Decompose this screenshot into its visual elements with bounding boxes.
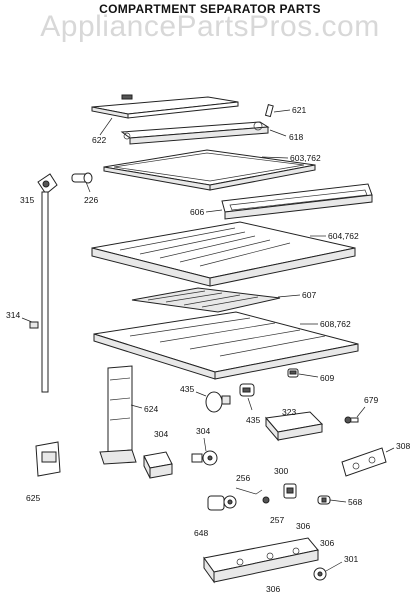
part-618-rail: [120, 121, 270, 145]
callout-308: 308: [396, 441, 410, 451]
leader-568: [329, 499, 347, 503]
callout-648: 648: [194, 528, 208, 538]
part-603-shelf: [103, 149, 316, 191]
callout-306b: 306: [320, 538, 334, 548]
leader-679: [356, 406, 366, 418]
callout-625: 625: [26, 493, 40, 503]
part-257-screw: [262, 496, 270, 504]
part-568-connector: [317, 495, 331, 505]
diagram-title: COMPARTMENT SEPARATOR PARTS: [99, 2, 321, 16]
part-608-pan: [93, 311, 359, 380]
part-435-socket: [239, 383, 255, 397]
callout-609: 609: [320, 373, 334, 383]
leader-435b: [247, 397, 253, 411]
callout-608: 608,762: [320, 319, 351, 329]
part-308-bracket: [341, 447, 387, 477]
part-648-motor: [207, 495, 237, 511]
part-606-channel: [221, 183, 373, 220]
leader-603: [261, 156, 289, 159]
part-300-switch: [283, 483, 297, 499]
callout-606: 606: [190, 207, 204, 217]
leader-624: [130, 404, 143, 409]
callout-315: 315: [20, 195, 34, 205]
leader-435a: [195, 391, 207, 397]
callout-314: 314: [6, 310, 20, 320]
leader-606: [205, 209, 223, 213]
leader-308: [385, 447, 395, 453]
callout-618: 618: [289, 132, 303, 142]
part-622-cover: [91, 94, 239, 119]
part-607-insulation: [131, 287, 281, 313]
callout-604: 604,762: [328, 231, 359, 241]
callout-624: 624: [144, 404, 158, 414]
callout-622: 622: [92, 135, 106, 145]
part-624-duct: [99, 365, 137, 465]
part-323-housing: [265, 411, 324, 442]
callout-679: 679: [364, 395, 378, 405]
part-679-screw: [344, 416, 359, 424]
callout-226: 226: [84, 195, 98, 205]
leader-621: [273, 109, 291, 113]
leader-226: [85, 181, 91, 193]
leader-618: [269, 129, 287, 137]
callout-435a: 435: [180, 384, 194, 394]
callout-257: 257: [270, 515, 284, 525]
leader-607: [277, 294, 301, 298]
callout-306c: 306: [266, 584, 280, 594]
part-621-pin: [264, 104, 274, 118]
callout-435b: 435: [246, 415, 260, 425]
leader-314: [21, 317, 33, 323]
callout-304a: 304: [154, 429, 168, 439]
part-226-bushing: [71, 172, 93, 184]
part-301-knob: [313, 567, 327, 581]
callout-304b: 304: [196, 426, 210, 436]
part-625-damper: [35, 441, 61, 477]
callout-323: 323: [282, 407, 296, 417]
part-315-bracket: [37, 173, 58, 195]
leader-304b: [203, 437, 207, 452]
callout-300: 300: [274, 466, 288, 476]
part-435-lamp: [205, 391, 231, 413]
callout-301: 301: [344, 554, 358, 564]
leader-609: [298, 373, 319, 378]
leader-301: [325, 561, 343, 572]
leader-622: [99, 117, 113, 136]
part-306-housing: [203, 537, 319, 584]
part-304-thermostat: [143, 451, 173, 479]
part-609-clip: [287, 368, 299, 378]
part-304-knob: [191, 450, 218, 466]
callout-256: 256: [236, 473, 250, 483]
part-256-wire: [235, 487, 263, 495]
watermark: AppliancePartsPros.com: [40, 10, 380, 43]
callout-607: 607: [302, 290, 316, 300]
part-314-rod: [29, 191, 49, 393]
part-604-separator: [91, 221, 356, 287]
callout-621: 621: [292, 105, 306, 115]
callout-568: 568: [348, 497, 362, 507]
callout-306a: 306: [296, 521, 310, 531]
callout-603: 603,762: [290, 153, 321, 163]
